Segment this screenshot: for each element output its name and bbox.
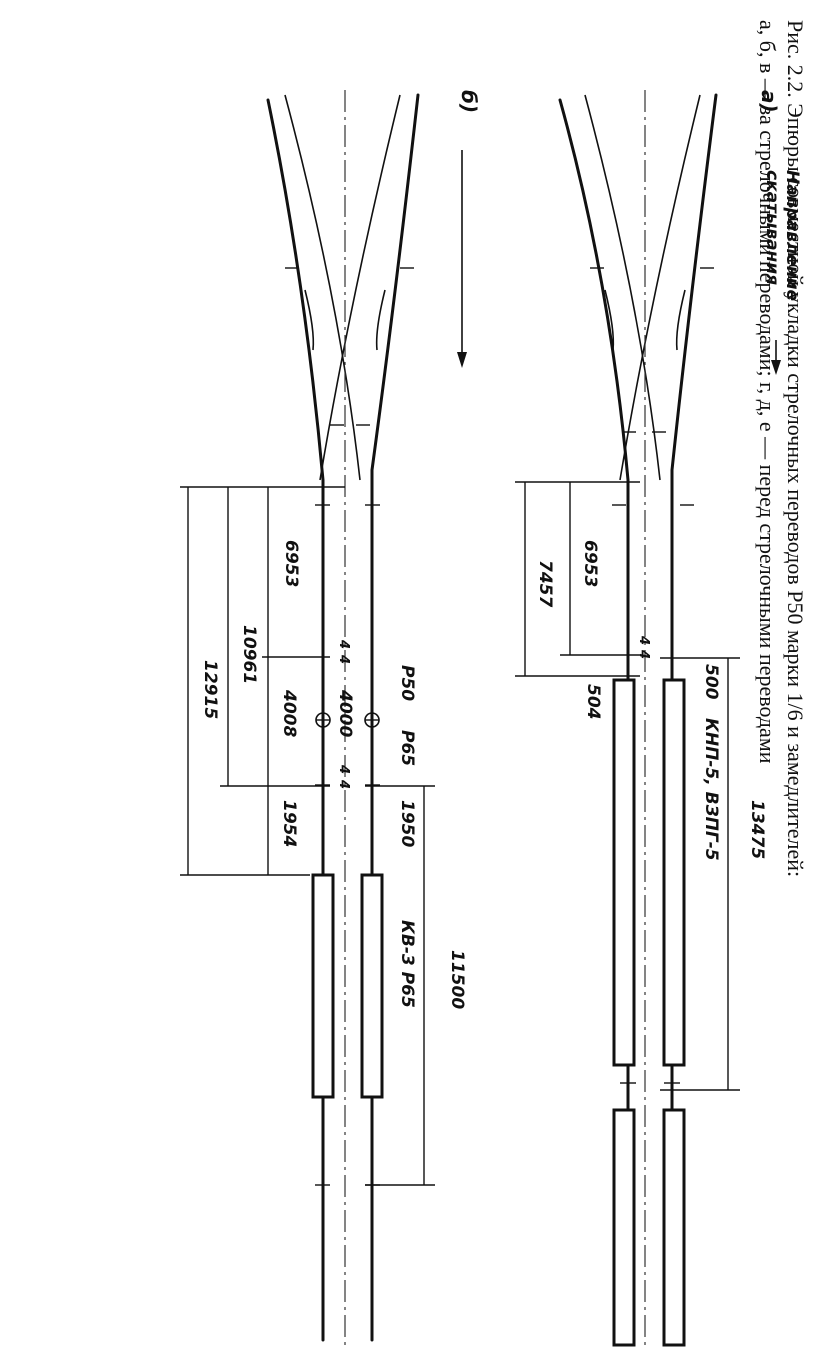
- retarder-right-2: [662, 1108, 686, 1347]
- gap-b-4: 4: [336, 779, 351, 789]
- panel-a-letter: а): [757, 90, 781, 113]
- insulated-joint-left: [315, 712, 331, 728]
- rail-joints: [590, 267, 714, 1084]
- dim-b-1954: 1954: [279, 800, 299, 847]
- insulated-joint-right: [364, 712, 380, 728]
- rail-left-outer: [558, 98, 630, 1342]
- retarder-a-label: КНП-5, ВЗПГ-5: [701, 718, 721, 861]
- dim-a-7457: 7457: [535, 560, 555, 607]
- gap-a-1: 4: [636, 635, 651, 645]
- caption-line-1: Рис. 2.2. Эпюры совместной укладки стрел…: [783, 20, 808, 877]
- direction-label-line-1: Направление: [782, 170, 802, 301]
- gap-b-1: 4: [336, 639, 351, 649]
- rail-b-left-outer: [266, 98, 325, 1342]
- panel-b-dimensions: [180, 486, 435, 1186]
- retarder-right: [662, 678, 686, 1067]
- dim-b-10961: 10961: [239, 625, 259, 684]
- retarder-b-left: [311, 873, 335, 1099]
- direction-arrowhead: [771, 360, 781, 375]
- caption-line-2: а, б, в — за стрелочными переводами; г, …: [755, 20, 780, 764]
- rail-type-p65: Р65: [397, 730, 417, 766]
- diverging-rail-b-1: [284, 94, 361, 481]
- dim-a-500: 500: [701, 664, 721, 700]
- retarder-left: [612, 678, 636, 1067]
- dim-b-11500: 11500: [447, 950, 467, 1009]
- panel-b: б): [180, 90, 481, 1350]
- dim-b-12915: 12915: [200, 660, 220, 719]
- rail-type-p50: Р50: [397, 665, 417, 701]
- diverging-rail-b-2: [319, 94, 401, 481]
- dim-b-6953: 6953: [281, 540, 301, 587]
- retarder-b-label: КВ-3 Р65: [397, 920, 417, 1008]
- guard-rail-left: [604, 289, 615, 351]
- guard-rail-right: [675, 289, 686, 351]
- panel-a: а) Направление скатывания: [515, 90, 802, 1350]
- diverging-rail-2: [619, 94, 701, 481]
- direction-arrowhead-b: [457, 352, 467, 368]
- panel-b-letter: б): [457, 90, 481, 113]
- rail-joints-b: [285, 267, 414, 1186]
- retarder-b-right: [360, 873, 384, 1099]
- retarder-left-2: [612, 1108, 636, 1347]
- direction-label-line-2: скатывания: [762, 170, 782, 285]
- dim-a-13475: 13475: [747, 800, 767, 859]
- caption: Рис. 2.2. Эпюры совместной укладки стрел…: [755, 20, 808, 877]
- rail-right-outer: [670, 93, 718, 1342]
- dim-b-4008: 4008: [279, 689, 299, 737]
- dim-b-1950: 1950: [397, 800, 417, 847]
- guard-rail-b-right: [375, 289, 386, 351]
- rail-b-right-outer: [370, 93, 420, 1342]
- gap-b-2: 4: [336, 654, 351, 664]
- dim-b-4000: 4000: [335, 689, 355, 737]
- guard-rail-b-left: [304, 289, 315, 351]
- gap-b-3: 4: [336, 764, 351, 774]
- dim-a-504: 504: [583, 684, 603, 720]
- gap-a-2: 4: [636, 649, 651, 659]
- dim-a-6953: 6953: [580, 540, 600, 587]
- panel-a-dimensions: [515, 481, 740, 1091]
